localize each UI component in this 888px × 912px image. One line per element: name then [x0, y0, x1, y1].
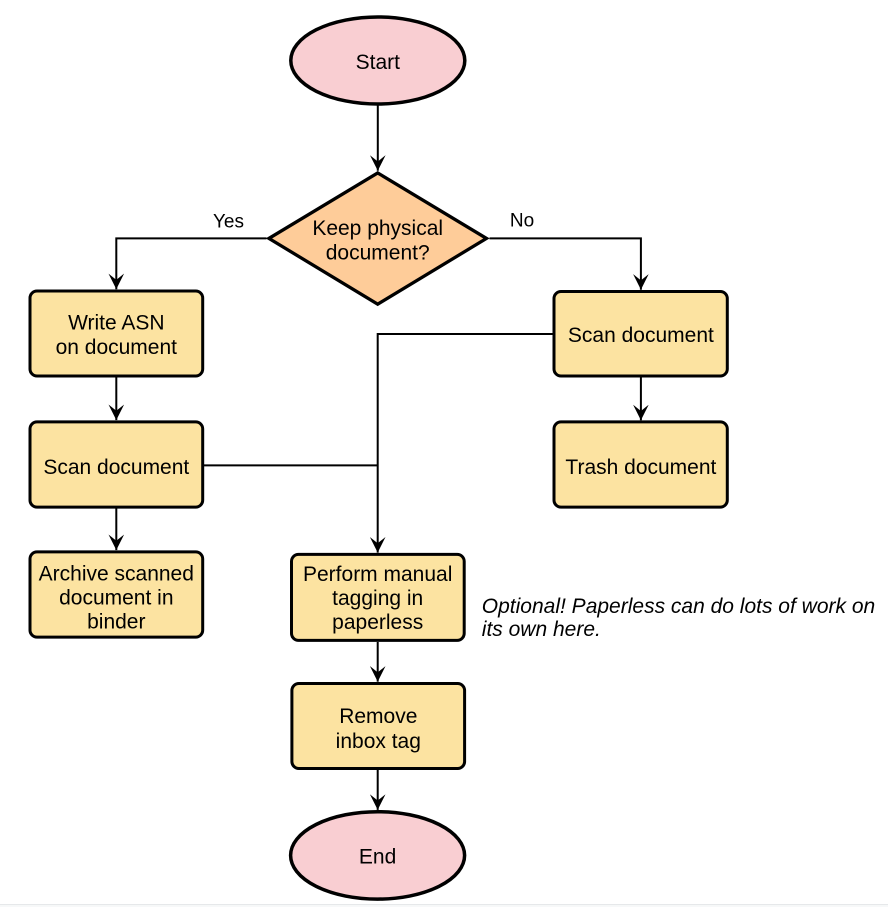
svg-text:binder: binder	[87, 611, 145, 634]
svg-text:No: No	[510, 211, 534, 232]
svg-text:document?: document?	[326, 242, 430, 265]
svg-text:End: End	[359, 846, 396, 869]
svg-text:Write ASN: Write ASN	[68, 312, 164, 335]
svg-text:Yes: Yes	[213, 212, 244, 233]
svg-text:Start: Start	[356, 51, 401, 74]
svg-text:inbox tag: inbox tag	[336, 730, 421, 753]
svg-text:Keep physical: Keep physical	[312, 217, 443, 240]
svg-text:tagging in: tagging in	[332, 587, 423, 610]
svg-text:on document: on document	[56, 336, 178, 359]
svg-text:Scan document: Scan document	[43, 456, 189, 479]
svg-text:Perform manual: Perform manual	[303, 563, 452, 586]
svg-text:Trash document: Trash document	[565, 456, 716, 479]
svg-text:Optional! Paperless can do lot: Optional! Paperless can do lots of work …	[482, 595, 875, 618]
svg-text:its own here.: its own here.	[482, 618, 601, 641]
svg-text:Scan document: Scan document	[568, 324, 714, 347]
svg-text:paperless: paperless	[332, 611, 423, 634]
svg-text:Archive scanned: Archive scanned	[39, 563, 194, 586]
svg-text:document in: document in	[59, 587, 173, 610]
svg-text:Remove: Remove	[339, 705, 417, 728]
